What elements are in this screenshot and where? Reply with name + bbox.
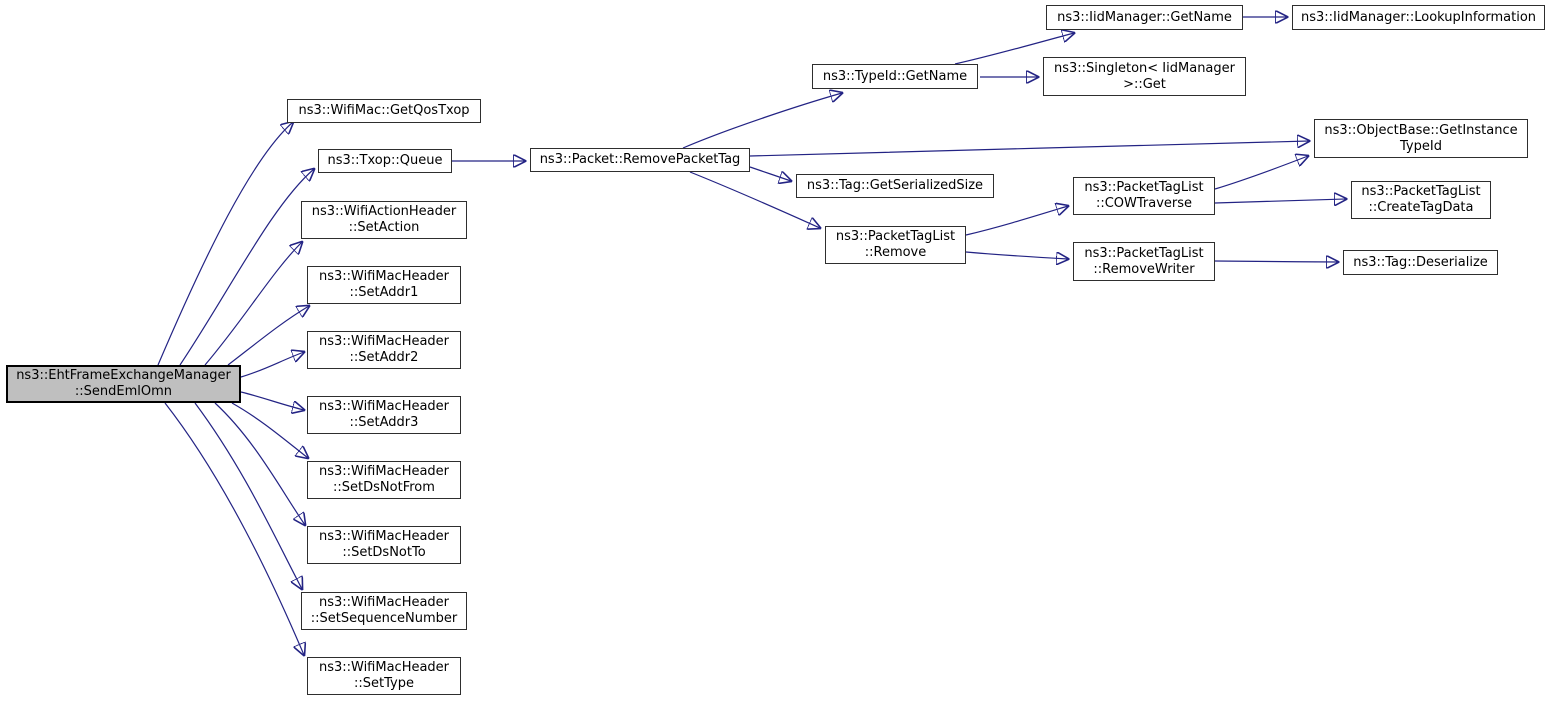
- edge-root-to-getqostxop: [157, 122, 293, 366]
- node-tag-deserialize[interactable]: ns3::Tag::Deserialize: [1343, 250, 1498, 275]
- node-wifimacheader-setaddr1[interactable]: ns3::WifiMacHeader ::SetAddr1: [307, 266, 461, 304]
- node-iidmanager-getname[interactable]: ns3::IidManager::GetName: [1046, 5, 1243, 30]
- edge-cowtraverse-to-getinstancetypeid: [1214, 156, 1308, 190]
- node-packettaglist-createtagdata[interactable]: ns3::PacketTagList ::CreateTagData: [1351, 181, 1491, 219]
- node-typeid-getname[interactable]: ns3::TypeId::GetName: [812, 64, 978, 89]
- edge-removepackettag-to-typeid-getname: [682, 93, 842, 149]
- node-wifimacheader-setaddr2[interactable]: ns3::WifiMacHeader ::SetAddr2: [307, 331, 461, 369]
- edge-removepackettag-to-getserializedsize: [749, 166, 791, 181]
- edge-removepackettag-to-getinstancetypeid: [749, 141, 1309, 157]
- node-packettaglist-remove[interactable]: ns3::PacketTagList ::Remove: [825, 226, 966, 264]
- edge-root-to-settype: [164, 402, 304, 655]
- node-wifimacheader-setdsnotfrom[interactable]: ns3::WifiMacHeader ::SetDsNotFrom: [307, 461, 461, 499]
- edge-root-to-setdsnotfrom: [231, 402, 308, 458]
- edge-root-to-setaddr3: [240, 391, 304, 410]
- node-iidmanager-lookupinformation[interactable]: ns3::IidManager::LookupInformation: [1292, 5, 1545, 30]
- node-wifimacheader-settype[interactable]: ns3::WifiMacHeader ::SetType: [307, 657, 461, 695]
- node-singleton-iidmanager-get[interactable]: ns3::Singleton< IidManager >::Get: [1043, 57, 1246, 96]
- node-tag-getserializedsize[interactable]: ns3::Tag::GetSerializedSize: [796, 174, 994, 198]
- edge-root-to-setaddr1: [227, 306, 309, 366]
- node-packettaglist-cowtraverse[interactable]: ns3::PacketTagList ::COWTraverse: [1073, 177, 1215, 215]
- node-txop-queue[interactable]: ns3::Txop::Queue: [318, 149, 452, 173]
- edge-root-to-setaction: [204, 242, 302, 366]
- node-sendemlomn: ns3::EhtFrameExchangeManager ::SendEmlOm…: [6, 365, 241, 403]
- edge-typeid-getname-to-iidmanager-getname: [954, 33, 1074, 65]
- node-wifimacheader-setaddr3[interactable]: ns3::WifiMacHeader ::SetAddr3: [307, 396, 461, 434]
- node-packettaglist-removewriter[interactable]: ns3::PacketTagList ::RemoveWriter: [1073, 242, 1215, 281]
- edge-removepackettag-to-packettaglist-remove: [689, 171, 820, 228]
- edge-removewriter-to-tag-deserialize: [1214, 261, 1338, 262]
- edge-root-to-setdsnotto: [214, 402, 305, 525]
- node-wifimac-getqostxop[interactable]: ns3::WifiMac::GetQosTxop: [287, 99, 481, 123]
- node-wifimacheader-setsequencenumber[interactable]: ns3::WifiMacHeader ::SetSequenceNumber: [301, 592, 467, 630]
- edge-cowtraverse-to-createtagdata: [1214, 199, 1346, 203]
- edge-packettaglist-remove-to-removewriter: [965, 251, 1068, 259]
- edge-root-to-setaddr2: [240, 352, 304, 378]
- node-packet-removepackettag[interactable]: ns3::Packet::RemovePacketTag: [530, 148, 750, 172]
- edge-packettaglist-remove-to-cowtraverse: [965, 206, 1068, 236]
- edge-root-to-setsequencenumber: [194, 402, 302, 589]
- node-objectbase-getinstancetypeid[interactable]: ns3::ObjectBase::GetInstance TypeId: [1314, 119, 1528, 158]
- node-wifimacheader-setdsnotto[interactable]: ns3::WifiMacHeader ::SetDsNotTo: [307, 526, 461, 564]
- edge-root-to-txop-queue: [179, 169, 314, 366]
- node-wifiactionheader-setaction[interactable]: ns3::WifiActionHeader ::SetAction: [301, 201, 467, 239]
